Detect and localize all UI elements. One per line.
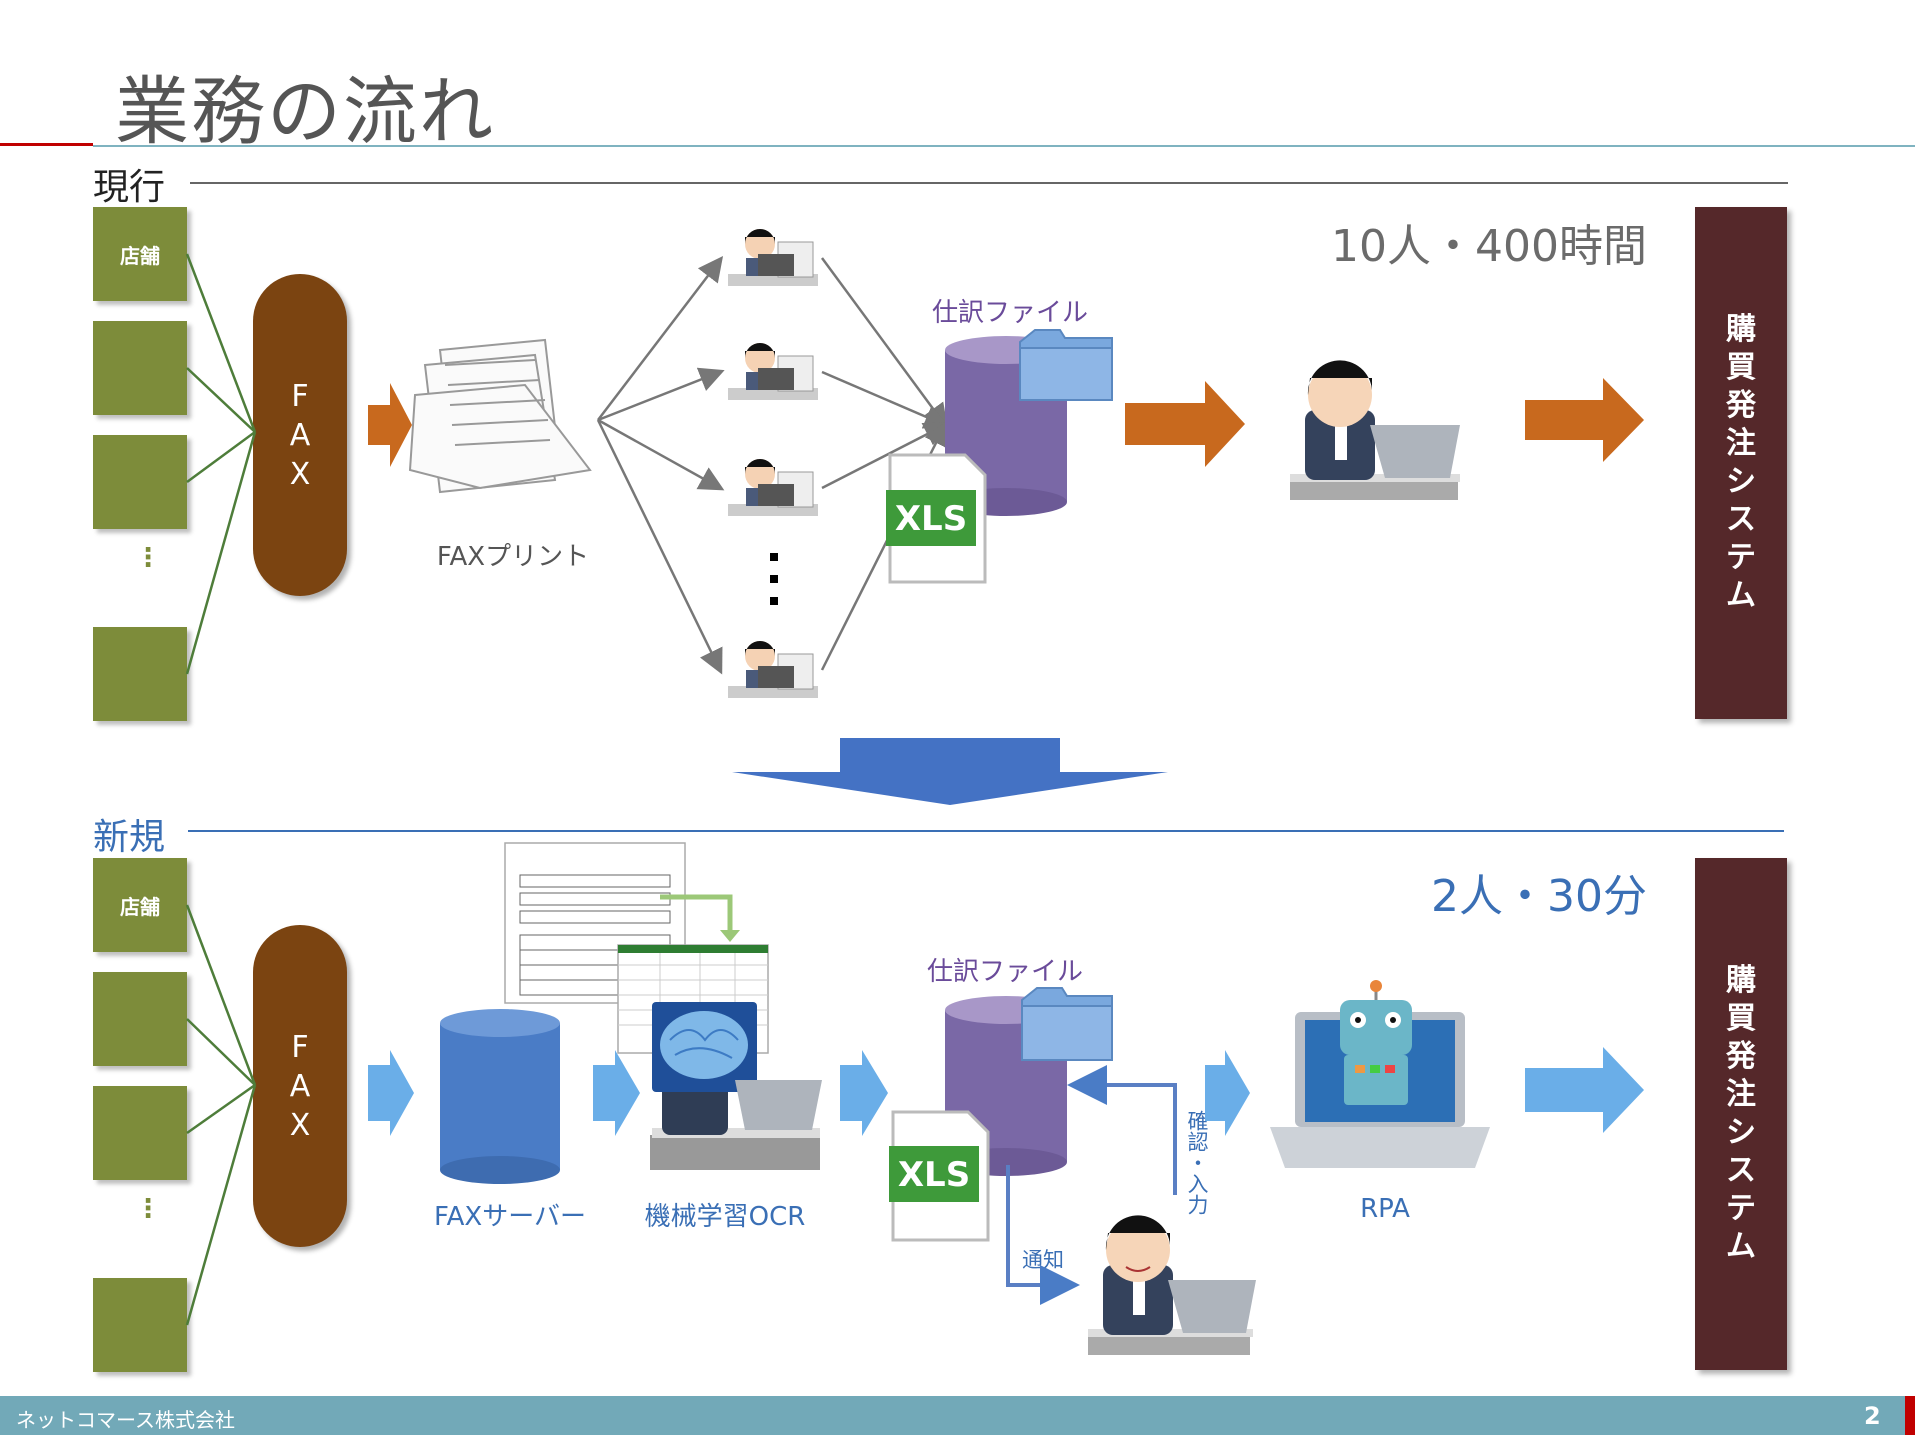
transition-down-arrow bbox=[732, 738, 1168, 805]
store-box: 店舗 bbox=[93, 858, 187, 952]
fax-letter: A bbox=[289, 1068, 311, 1104]
worker-icon bbox=[728, 229, 818, 286]
blue-arrow bbox=[1205, 1050, 1250, 1136]
blue-arrow bbox=[840, 1050, 888, 1136]
system-char: ム bbox=[1726, 1229, 1756, 1264]
system-char: テ bbox=[1726, 1191, 1756, 1226]
system-char: シ bbox=[1726, 1115, 1756, 1150]
ocr-label: 機械学習OCR bbox=[644, 1202, 806, 1232]
notify-arrow bbox=[1006, 1165, 1080, 1305]
worker-icon bbox=[728, 641, 818, 698]
worker-icon bbox=[728, 343, 818, 400]
store-box bbox=[93, 972, 187, 1066]
store-box: 店舗 bbox=[93, 207, 187, 301]
section-new-rule bbox=[188, 830, 1784, 832]
worker-icon bbox=[728, 459, 818, 516]
store-box bbox=[93, 627, 187, 721]
fax-letter: A bbox=[289, 417, 311, 453]
businessman-laptop-icon bbox=[1290, 360, 1460, 500]
purchase-order-system-current: 購 買 発 注 シ ス テ ム bbox=[1695, 207, 1787, 719]
new-metric: 2人・30分 bbox=[1431, 871, 1647, 922]
blue-arrow bbox=[1525, 1047, 1644, 1133]
fax-print-label: FAXプリント bbox=[436, 542, 590, 572]
system-char: 発 bbox=[1726, 388, 1756, 423]
orange-arrow bbox=[368, 383, 412, 467]
brain-ocr-icon bbox=[650, 1002, 822, 1170]
xls-label: XLS bbox=[895, 499, 967, 539]
blue-arrow bbox=[368, 1050, 414, 1136]
system-char: テ bbox=[1726, 540, 1756, 575]
purchase-order-system-new: 購 買 発 注 シ ス テ ム bbox=[1695, 858, 1787, 1370]
store-connector-lines-new bbox=[185, 904, 257, 1326]
title-rule bbox=[93, 145, 1915, 147]
xls-file-icon bbox=[886, 453, 987, 584]
journal-file-label: 仕訳ファイル bbox=[926, 957, 1083, 987]
system-char: シ bbox=[1726, 464, 1756, 499]
footer-company: ネットコマース株式会社 bbox=[16, 1408, 235, 1432]
section-new-label: 新規 bbox=[93, 817, 166, 858]
xls-file-icon bbox=[889, 1110, 990, 1242]
footer-bar bbox=[0, 1396, 1905, 1435]
ocr-transfer-arrow bbox=[660, 894, 733, 935]
businessman-laptop-icon bbox=[1088, 1215, 1256, 1355]
section-current-label: 現行 bbox=[93, 167, 166, 208]
section-current-rule bbox=[190, 182, 1788, 184]
store-box bbox=[93, 321, 187, 415]
rpa-label: RPA bbox=[1360, 1194, 1410, 1224]
system-char: 注 bbox=[1726, 1077, 1756, 1112]
store-connector-lines-current bbox=[185, 253, 257, 675]
worker-ellipsis-dots bbox=[770, 553, 778, 605]
fax-paper-pile-icon bbox=[408, 338, 592, 494]
xls-label: XLS bbox=[898, 1155, 970, 1195]
title-accent-rule bbox=[0, 143, 93, 146]
fax-letter: X bbox=[289, 456, 311, 492]
current-metric: 10人・400時間 bbox=[1331, 221, 1647, 272]
page-number: 2 bbox=[1864, 1402, 1881, 1430]
system-char: 買 bbox=[1726, 350, 1756, 385]
fax-server-label: FAXサーバー bbox=[434, 1202, 586, 1232]
system-char: 買 bbox=[1726, 1001, 1756, 1036]
system-char: ム bbox=[1726, 578, 1756, 613]
fax-letter: F bbox=[291, 1029, 309, 1065]
fax-letter: F bbox=[291, 378, 309, 414]
page-title: 業務の流れ bbox=[115, 69, 495, 155]
fax-server-database-icon bbox=[440, 1009, 560, 1184]
system-char: 購 bbox=[1726, 963, 1756, 998]
orange-arrow bbox=[1525, 378, 1644, 462]
journal-file-label: 仕訳ファイル bbox=[931, 298, 1088, 328]
fax-pill-current: F A X bbox=[253, 274, 347, 596]
folder-icon bbox=[1021, 987, 1113, 1061]
fax-letter: X bbox=[289, 1107, 311, 1143]
system-char: 発 bbox=[1726, 1039, 1756, 1074]
store-box bbox=[93, 435, 187, 529]
footer-accent bbox=[1905, 1396, 1915, 1435]
folder-icon bbox=[1019, 329, 1113, 401]
system-char: ス bbox=[1726, 502, 1756, 537]
fax-pill-new: F A X bbox=[253, 925, 347, 1247]
confirm-input-label: 確認・入力 bbox=[1185, 1110, 1209, 1215]
orange-arrow bbox=[1125, 381, 1245, 467]
system-char: ス bbox=[1726, 1153, 1756, 1188]
rpa-robot-laptop-icon bbox=[1270, 980, 1490, 1168]
system-char: 購 bbox=[1726, 312, 1756, 347]
confirm-input-arrow bbox=[1067, 1065, 1177, 1195]
blue-arrow bbox=[593, 1050, 640, 1136]
system-char: 注 bbox=[1726, 426, 1756, 461]
store-box bbox=[93, 1278, 187, 1372]
store-box bbox=[93, 1086, 187, 1180]
